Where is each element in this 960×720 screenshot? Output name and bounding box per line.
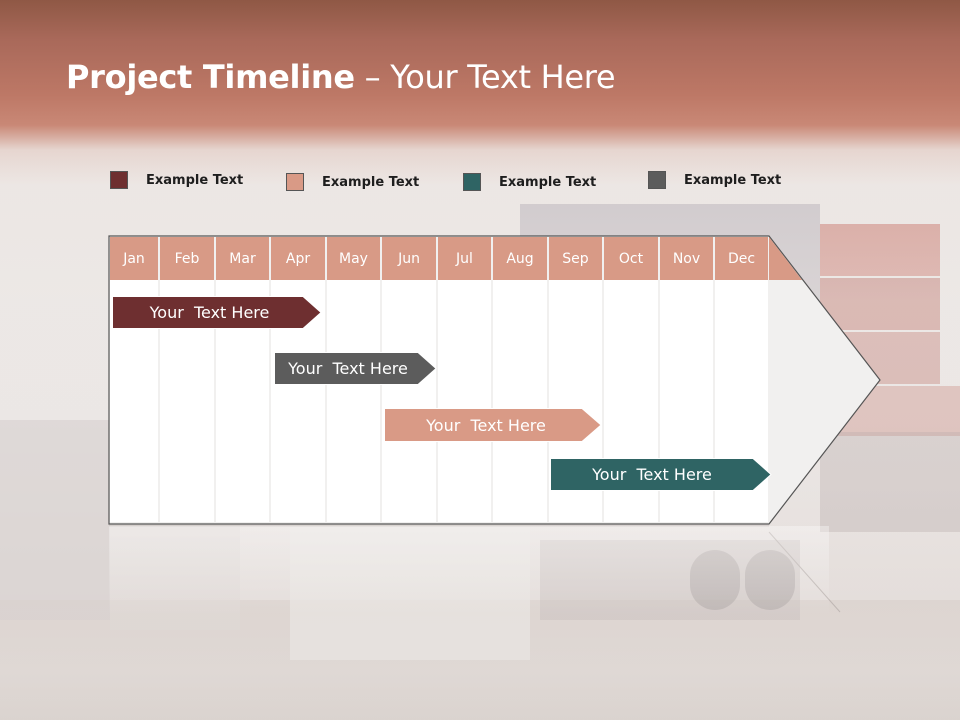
task-bar: Your Text Here	[112, 296, 322, 329]
legend-label: Example Text	[146, 172, 244, 188]
legend-label: Example Text	[499, 174, 597, 190]
month-dec: Dec	[715, 237, 768, 280]
task-bar: Your Text Here	[384, 408, 602, 442]
task-bar: Your Text Here	[550, 458, 772, 491]
task-arrow-shape	[274, 352, 437, 385]
legend-label: Example Text	[322, 174, 420, 190]
task-arrow-shape	[384, 408, 602, 442]
task-label: Your Text Here	[592, 465, 712, 484]
month-jun: Jun	[382, 237, 436, 280]
legend-item: Example Text	[463, 172, 596, 192]
month-mar: Mar	[216, 237, 269, 280]
timeline-reflection-edge	[768, 531, 841, 613]
legend-item: Example Text	[110, 170, 243, 190]
timeline-reflection	[109, 526, 829, 616]
month-column	[493, 280, 547, 522]
task-arrow-shape	[550, 458, 772, 491]
legend-swatch	[648, 171, 666, 189]
background-trucks	[0, 400, 960, 660]
legend-swatch	[286, 173, 304, 191]
slide-title: Project Timeline – Your Text Here	[66, 58, 616, 96]
legend-item: Example Text	[648, 170, 781, 190]
legend-item: Example Text	[286, 172, 419, 192]
month-apr: Apr	[271, 237, 325, 280]
month-sep: Sep	[549, 237, 602, 280]
task-label: Your Text Here	[149, 303, 270, 322]
slide-title-rest: – Your Text Here	[354, 58, 616, 96]
task-arrow-shape	[112, 296, 322, 329]
month-column	[382, 280, 436, 522]
month-jul: Jul	[438, 237, 491, 280]
task-label: Your Text Here	[288, 359, 408, 378]
month-aug: Aug	[493, 237, 547, 280]
month-jan: Jan	[110, 237, 158, 280]
task-bar: Your Text Here	[274, 352, 437, 385]
month-feb: Feb	[160, 237, 214, 280]
month-may: May	[327, 237, 380, 280]
slide-title-bold: Project Timeline	[66, 58, 355, 96]
task-label: Your Text Here	[426, 415, 546, 435]
month-column	[438, 280, 491, 522]
legend-label: Example Text	[684, 172, 782, 188]
legend-swatch	[463, 173, 481, 191]
month-nov: Nov	[660, 237, 713, 280]
month-column	[327, 280, 380, 522]
timeline-arrow-header-tip	[769, 237, 802, 280]
month-oct: Oct	[604, 237, 658, 280]
legend-swatch	[110, 171, 128, 189]
